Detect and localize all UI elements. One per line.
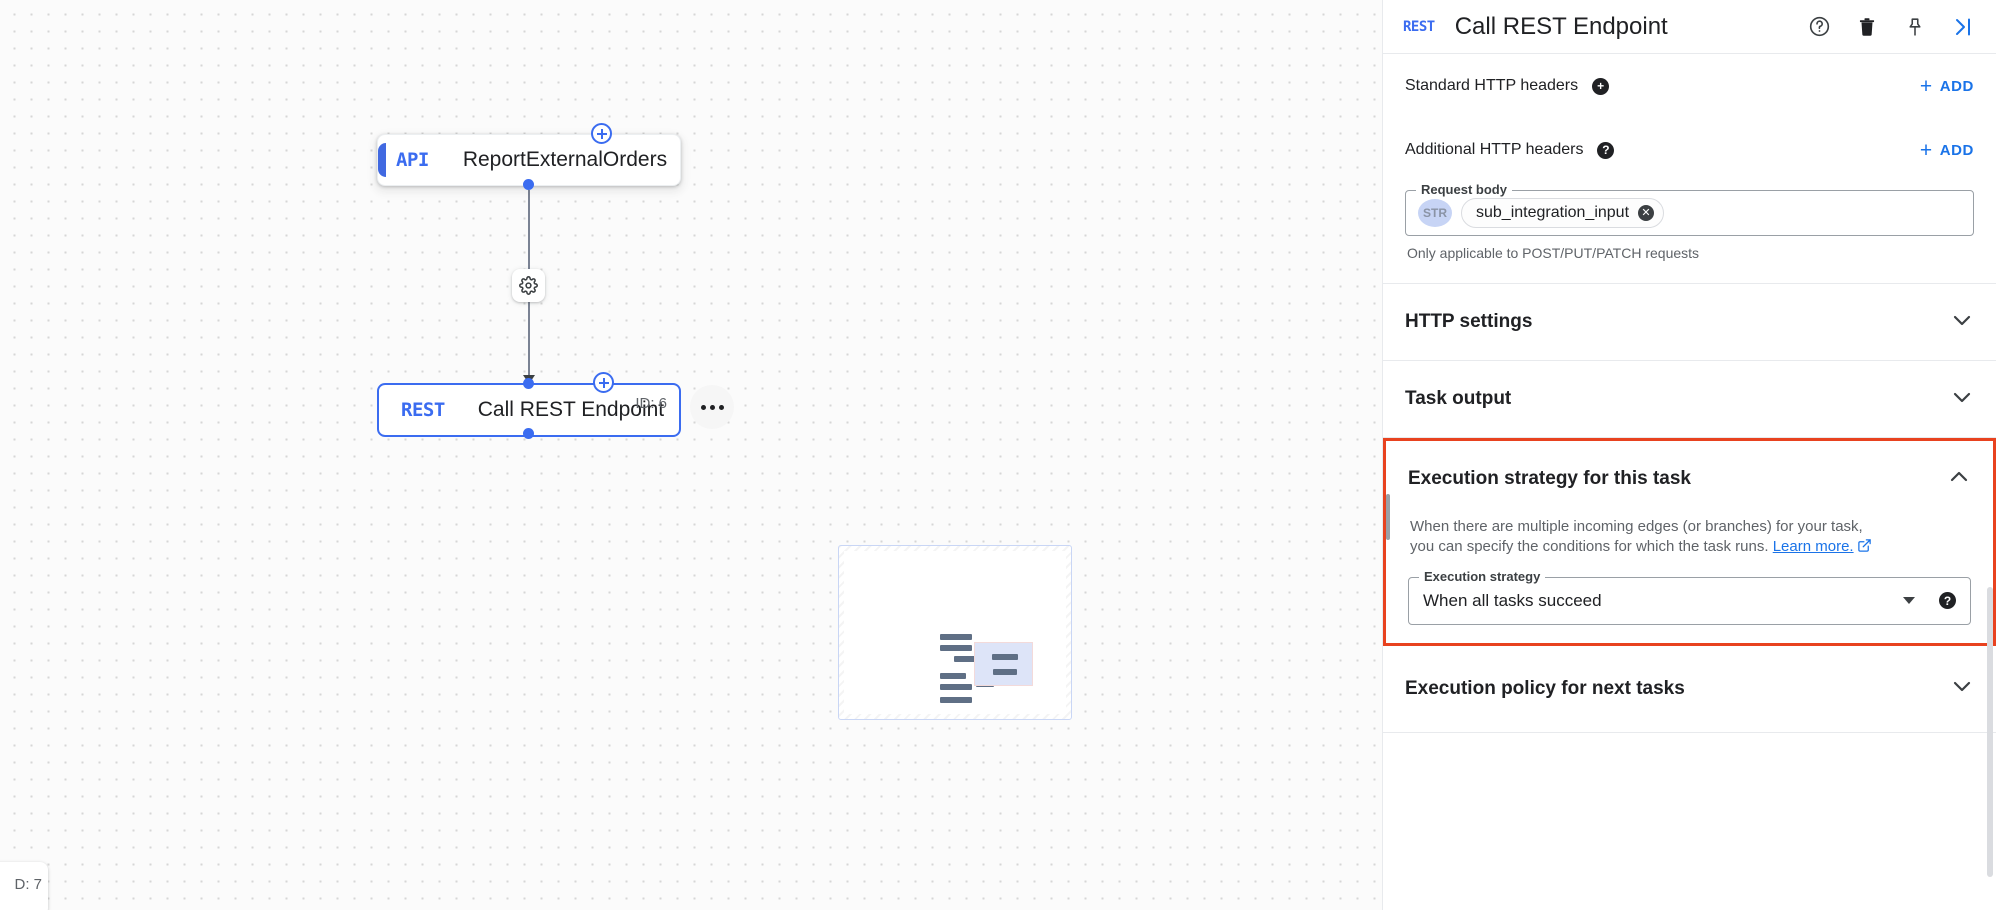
- node-accent-bar: [378, 143, 386, 177]
- minimap-node: [940, 684, 972, 690]
- panel-header-actions: [1806, 14, 1976, 40]
- kebab-dot: [700, 404, 706, 410]
- divider: [1383, 360, 1996, 361]
- execution-strategy-select-value: When all tasks succeed: [1423, 590, 1602, 610]
- pin-icon[interactable]: [1902, 14, 1928, 40]
- section-execution-strategy-title: Execution strategy for this task: [1408, 468, 1691, 489]
- execution-strategy-description: When there are multiple incoming edges (…: [1386, 517, 1993, 559]
- standard-http-headers-row: Standard HTTP headers + + ADD: [1383, 54, 1996, 118]
- request-body-legend: Request body: [1416, 182, 1512, 197]
- divider: [1383, 283, 1996, 284]
- plus-icon: +: [1919, 74, 1933, 98]
- execution-strategy-description-line1: When there are multiple incoming edges (…: [1410, 518, 1863, 535]
- chevron-down-icon[interactable]: [1950, 308, 1974, 337]
- minimap-node: [993, 669, 1017, 675]
- task-config-panel: REST Call REST Endpoint: [1382, 0, 1996, 910]
- node-output-port[interactable]: [523, 179, 534, 190]
- additional-http-headers-row: Additional HTTP headers ? + ADD: [1383, 118, 1996, 182]
- node-id-label: D: 7: [14, 876, 42, 893]
- standard-http-headers-label: Standard HTTP headers: [1405, 77, 1579, 94]
- request-body-chip[interactable]: sub_integration_input ✕: [1461, 198, 1665, 228]
- delete-icon[interactable]: [1854, 14, 1880, 40]
- minimap-node: [940, 673, 966, 679]
- chevron-down-icon[interactable]: [1903, 597, 1915, 605]
- chevron-down-icon[interactable]: [1950, 385, 1974, 414]
- edge-gear-icon[interactable]: [512, 269, 545, 302]
- add-node-button-rest[interactable]: [593, 372, 614, 393]
- panel-header: REST Call REST Endpoint: [1383, 0, 1996, 54]
- learn-more-link[interactable]: Learn more.: [1772, 537, 1854, 555]
- divider: [1383, 731, 1996, 733]
- section-execution-policy-title: Execution policy for next tasks: [1405, 677, 1685, 699]
- add-additional-header-label: ADD: [1939, 141, 1974, 159]
- close-icon[interactable]: ✕: [1638, 205, 1655, 221]
- add-standard-header-label: ADD: [1939, 77, 1974, 95]
- minimap-node: [940, 645, 972, 651]
- section-http-settings[interactable]: HTTP settings: [1383, 284, 1996, 360]
- kebab-dot: [709, 404, 715, 410]
- add-node-button-top[interactable]: [591, 123, 612, 144]
- section-http-settings-title: HTTP settings: [1405, 311, 1533, 332]
- section-task-output[interactable]: Task output: [1383, 361, 1996, 437]
- request-body-field[interactable]: Request body STR sub_integration_input ✕: [1405, 182, 1974, 236]
- node-type-badge: API: [396, 149, 429, 171]
- help-icon[interactable]: +: [1592, 77, 1610, 95]
- minimap-inner: [844, 551, 1066, 714]
- node-title: Call REST Endpoint: [477, 398, 665, 421]
- add-standard-header-button[interactable]: + ADD: [1920, 76, 1974, 97]
- chevron-down-icon[interactable]: [1950, 674, 1974, 703]
- collapse-panel-icon[interactable]: [1950, 14, 1976, 40]
- minimap-node: [940, 634, 972, 640]
- node-title: ReportExternalOrders: [462, 148, 668, 171]
- str-type-badge: STR: [1418, 199, 1452, 227]
- panel-body[interactable]: Standard HTTP headers + + ADD Additional…: [1383, 54, 1996, 910]
- divider: [1383, 437, 1996, 438]
- execution-strategy-description-line2: you can specify the conditions for which…: [1410, 537, 1769, 555]
- minimap-node: [954, 656, 984, 662]
- execution-strategy-select-legend: Execution strategy: [1419, 568, 1546, 584]
- node-id-label: ID: 6: [635, 395, 667, 412]
- node-output-port[interactable]: [523, 428, 534, 439]
- node-partial-offscreen[interactable]: D: 7: [0, 862, 48, 910]
- help-icon[interactable]: ?: [1939, 592, 1956, 610]
- kebab-dot: [718, 404, 724, 410]
- additional-http-headers-label: Additional HTTP headers: [1405, 141, 1584, 158]
- panel-title: Call REST Endpoint: [1454, 12, 1668, 40]
- workflow-canvas[interactable]: API ReportExternalOrders REST Call REST …: [0, 0, 1382, 910]
- help-icon[interactable]: [1806, 14, 1832, 40]
- panel-scrollbar[interactable]: [1987, 587, 1993, 877]
- request-body-chip-label: sub_integration_input: [1476, 204, 1630, 221]
- section-execution-strategy[interactable]: Execution strategy for this task When th…: [1383, 438, 1996, 646]
- help-icon[interactable]: ?: [1597, 141, 1615, 159]
- minimap-node: [992, 654, 1018, 660]
- panel-type-badge: REST: [1403, 18, 1435, 35]
- external-link-icon[interactable]: [1857, 538, 1872, 559]
- node-input-port[interactable]: [523, 378, 534, 389]
- chevron-up-icon[interactable]: [1947, 465, 1971, 494]
- section-task-output-title: Task output: [1405, 388, 1512, 409]
- plus-icon: +: [1919, 138, 1933, 162]
- section-active-indicator: [1386, 494, 1390, 540]
- request-body-hint: Only applicable to POST/PUT/PATCH reques…: [1407, 245, 1700, 261]
- execution-strategy-select[interactable]: Execution strategy When all tasks succee…: [1408, 568, 1971, 625]
- node-more-options-button[interactable]: [690, 385, 734, 429]
- section-execution-policy[interactable]: Execution policy for next tasks: [1383, 646, 1996, 732]
- section-execution-strategy-header[interactable]: Execution strategy for this task: [1386, 441, 1993, 517]
- minimap-viewport[interactable]: [974, 642, 1033, 686]
- minimap-node: [940, 697, 972, 703]
- canvas-minimap[interactable]: [838, 545, 1072, 720]
- add-additional-header-button[interactable]: + ADD: [1920, 140, 1974, 161]
- node-type-badge: REST: [401, 399, 445, 421]
